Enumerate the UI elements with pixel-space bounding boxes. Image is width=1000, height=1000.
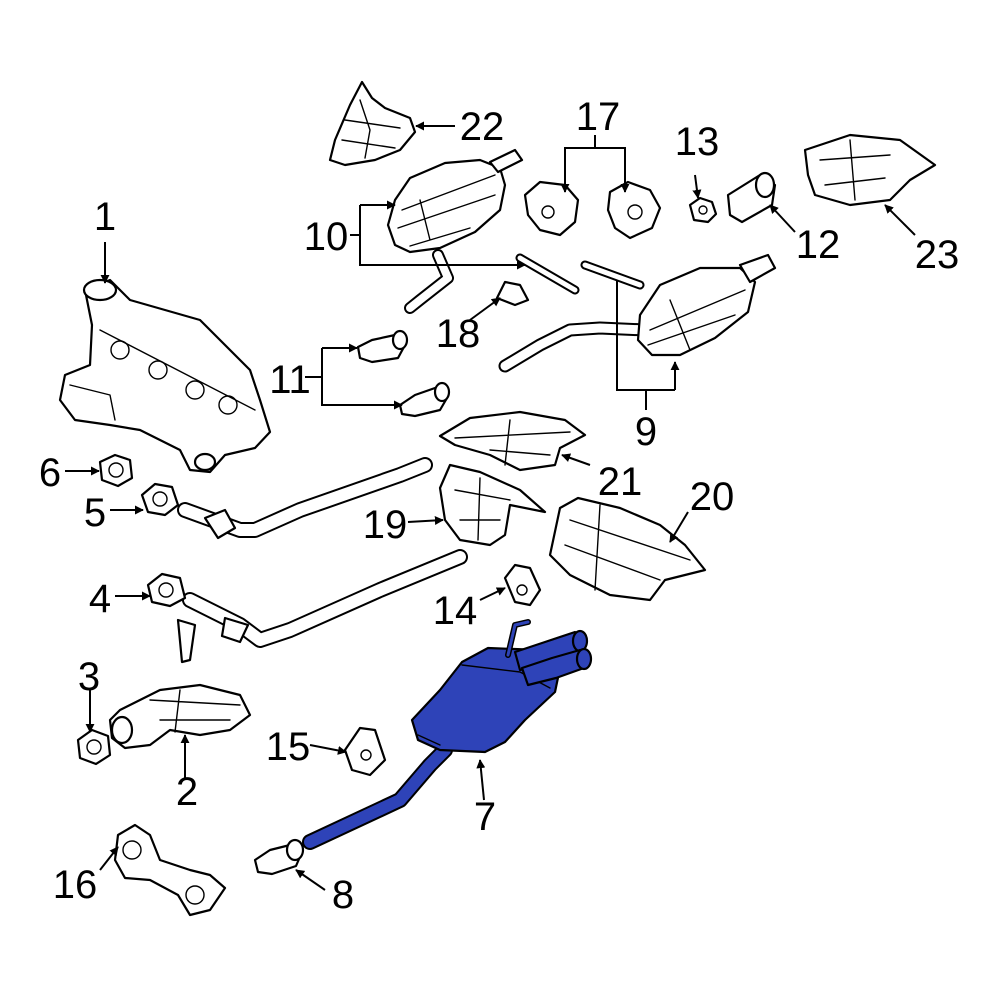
callout-5: 5 bbox=[84, 491, 106, 535]
callout-17: 17 bbox=[576, 95, 621, 139]
part-22-heat-shield[interactable] bbox=[328, 80, 417, 167]
callout-14: 14 bbox=[433, 589, 478, 633]
callout-15: 15 bbox=[266, 725, 311, 769]
part-18-bracket[interactable] bbox=[495, 280, 530, 307]
part-8-sensor[interactable] bbox=[253, 838, 305, 876]
part-19-heat-shield[interactable] bbox=[438, 463, 547, 547]
callout-18: 18 bbox=[436, 312, 481, 356]
callout-10: 10 bbox=[304, 215, 349, 259]
callout-16: 16 bbox=[53, 863, 98, 907]
leader-lines bbox=[65, 121, 916, 891]
part-6-gasket[interactable] bbox=[98, 453, 134, 488]
part-5-front-pipe[interactable] bbox=[140, 457, 433, 540]
callout-20: 20 bbox=[690, 475, 735, 519]
part-20-heat-shield[interactable] bbox=[548, 496, 707, 602]
callout-8: 8 bbox=[332, 873, 354, 917]
part-4-front-pipe[interactable] bbox=[146, 549, 468, 664]
part-9-rear-muffler[interactable] bbox=[498, 253, 777, 373]
callout-21: 21 bbox=[598, 460, 643, 504]
callout-7: 7 bbox=[474, 795, 496, 839]
callout-13: 13 bbox=[675, 120, 720, 164]
part-3-gasket[interactable] bbox=[76, 728, 112, 766]
callout-12: 12 bbox=[796, 223, 841, 267]
callout-19: 19 bbox=[363, 503, 408, 547]
callout-9: 9 bbox=[635, 410, 657, 454]
callout-1: 1 bbox=[94, 195, 116, 239]
callout-6: 6 bbox=[39, 451, 61, 495]
callout-4: 4 bbox=[89, 577, 111, 621]
callout-2: 2 bbox=[176, 770, 198, 814]
callout-3: 3 bbox=[78, 655, 100, 699]
part-14-hanger[interactable] bbox=[503, 563, 542, 607]
part-12-tail-tip[interactable] bbox=[726, 171, 777, 224]
part-17-hangers[interactable] bbox=[523, 180, 662, 240]
part-21-heat-shield[interactable] bbox=[438, 410, 587, 472]
part-13-clamp[interactable] bbox=[688, 196, 718, 224]
callout-labels: 1 2 3 4 5 6 7 8 9 10 11 12 13 14 15 16 1… bbox=[39, 95, 959, 917]
part-23-heat-shield[interactable] bbox=[803, 133, 937, 207]
part-1-turbo-manifold[interactable] bbox=[58, 278, 272, 474]
part-10-front-muffler[interactable] bbox=[386, 148, 580, 314]
part-16-hanger-bracket[interactable] bbox=[113, 823, 227, 917]
callout-22: 22 bbox=[460, 105, 505, 149]
callout-11: 11 bbox=[269, 358, 311, 402]
part-11-sensors[interactable] bbox=[356, 329, 451, 418]
callout-23: 23 bbox=[915, 233, 960, 277]
part-2-catalytic-converter[interactable] bbox=[108, 683, 252, 750]
part-15-bracket[interactable] bbox=[343, 726, 387, 777]
part-7-rear-muffler[interactable] bbox=[302, 619, 593, 850]
